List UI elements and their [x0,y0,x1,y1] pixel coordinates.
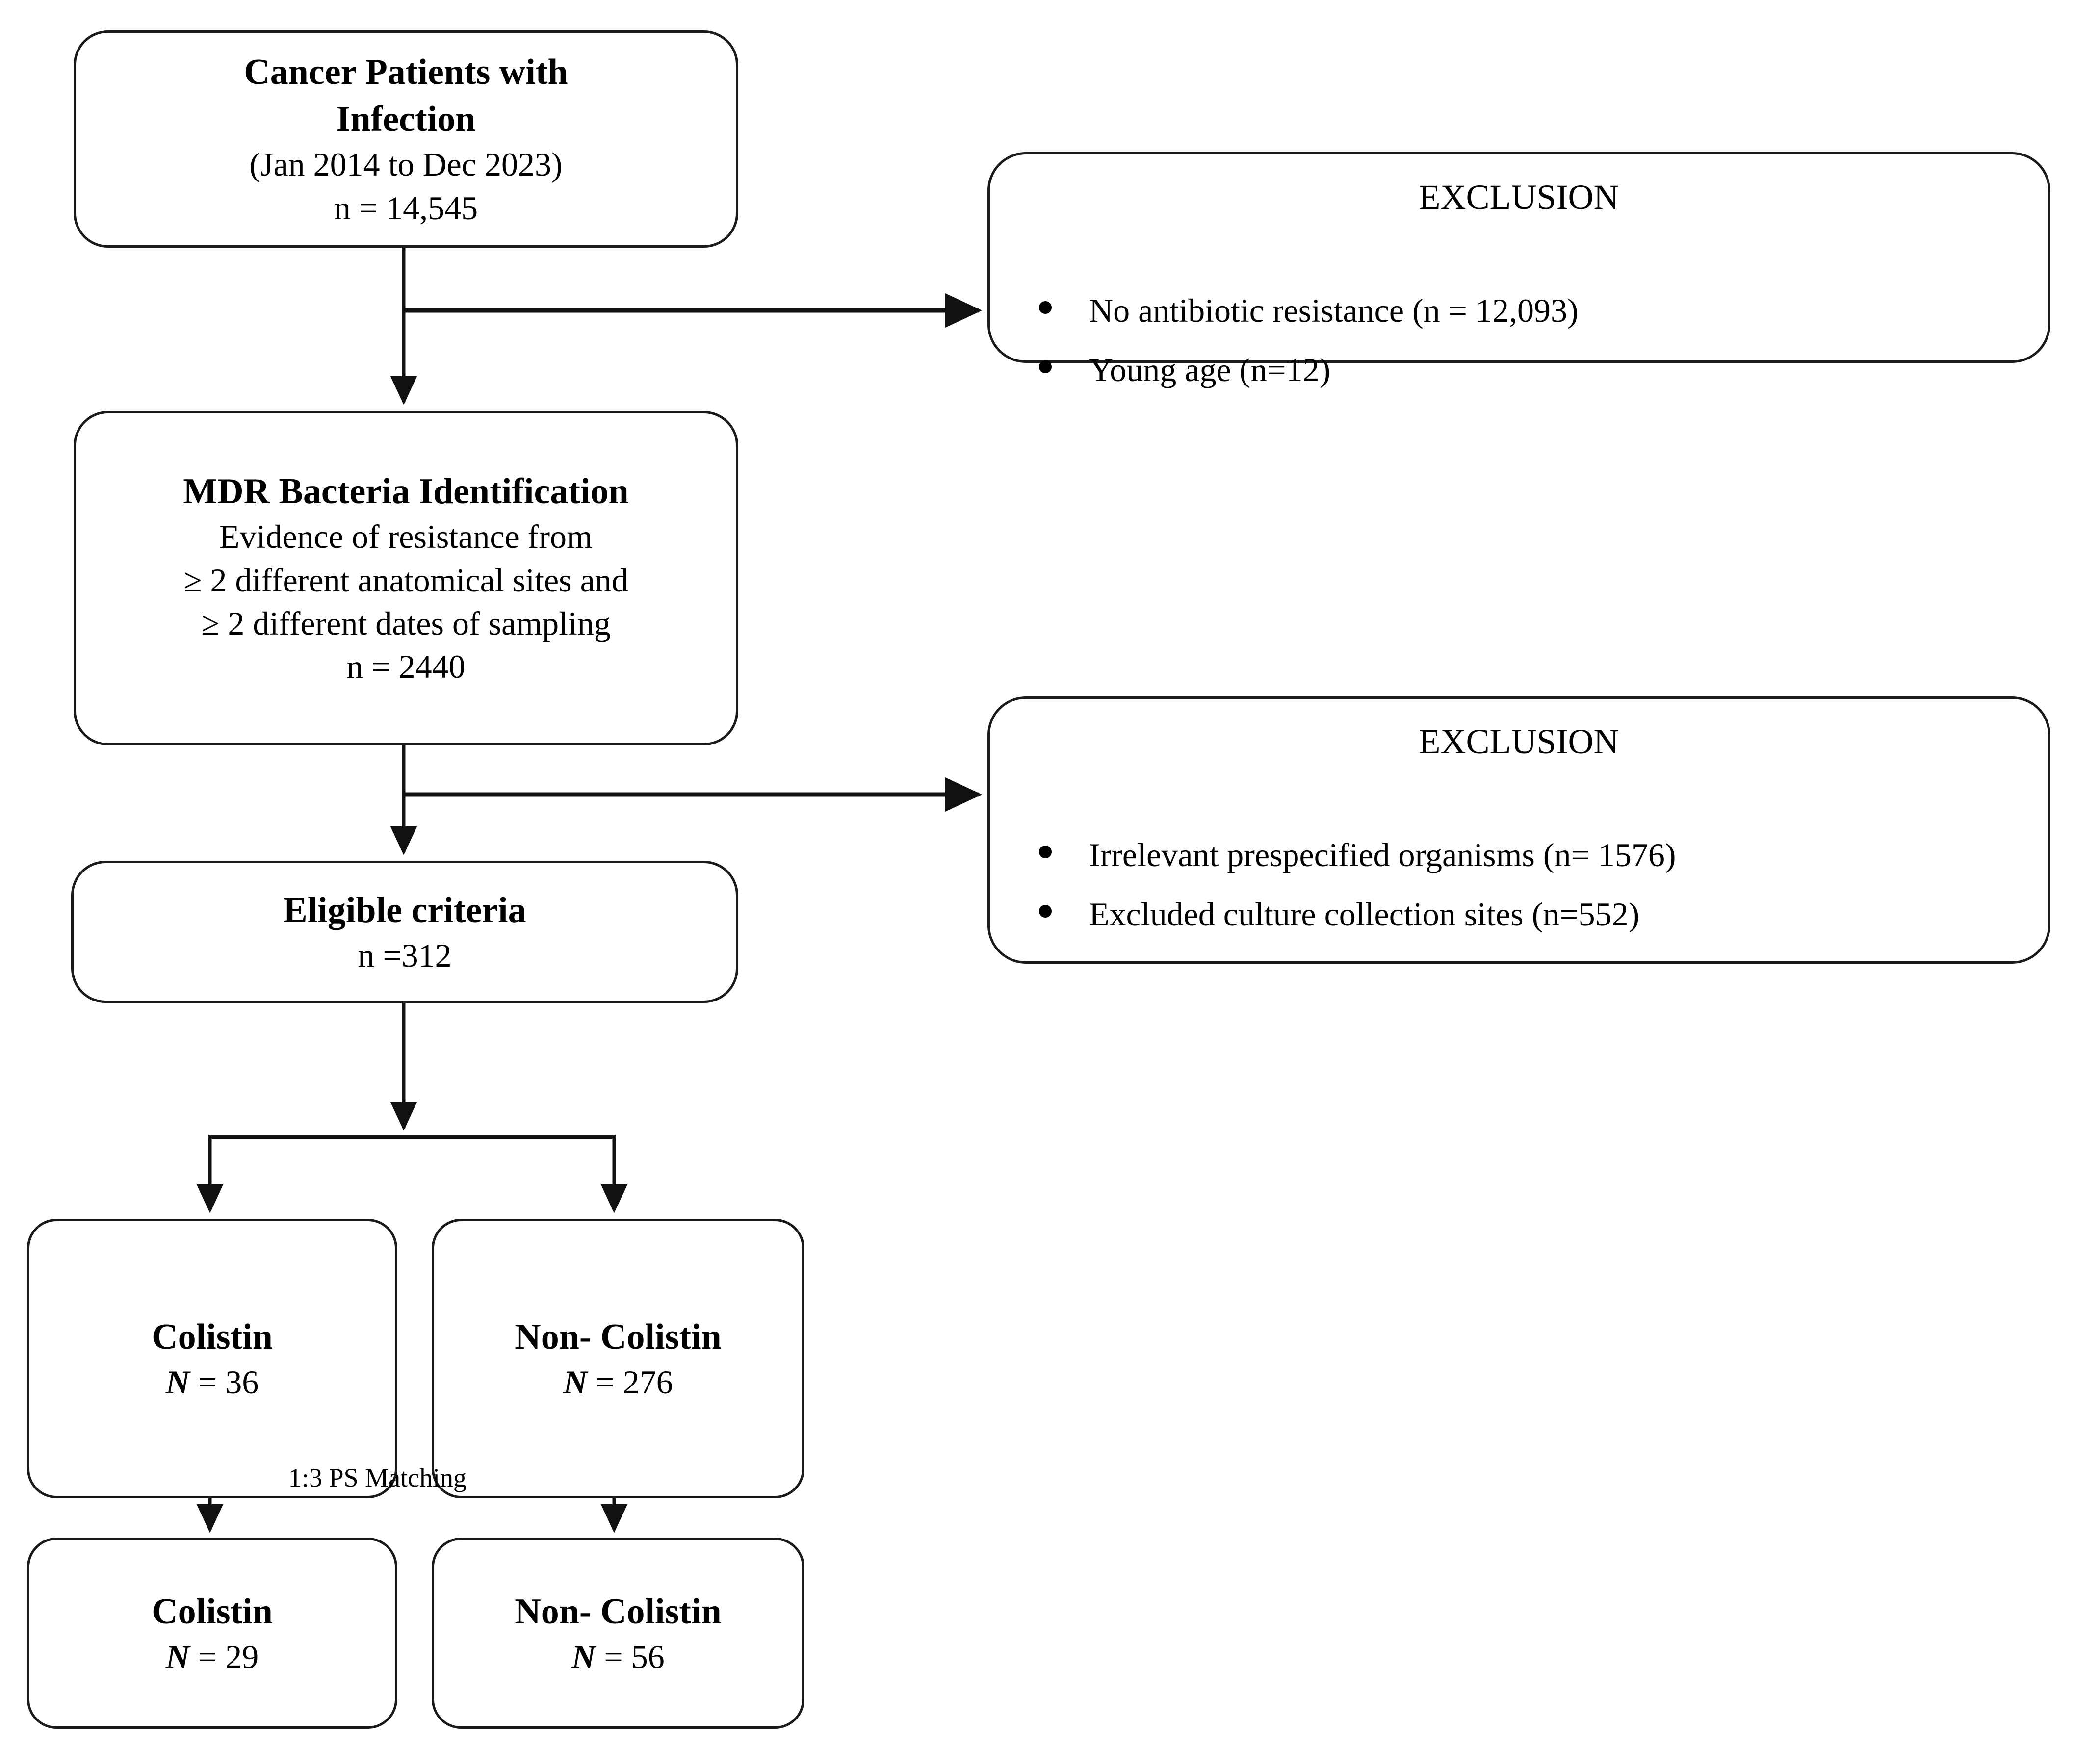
bullet-icon [1039,905,1052,918]
node-enrollment[interactable]: Cancer Patients with Infection (Jan 2014… [74,30,738,248]
non-colistin-pre-count-value: = 276 [596,1363,673,1401]
mdr-detail-line2: ≥ 2 different anatomical sites and [183,561,628,599]
exclusion-2-list: Irrelevant prespecified organisms (n= 15… [990,836,2048,934]
node-exclusion-1[interactable]: EXCLUSION No antibiotic resistance (n = … [987,152,2050,388]
n-symbol: N [165,1638,190,1675]
node-non-colistin-post-match[interactable]: Non- Colistin N = 56 [432,1538,804,1729]
bullet-icon [1039,301,1052,314]
node-non-colistin-pre-match[interactable]: Non- Colistin N = 276 [432,1219,804,1498]
non-colistin-pre-count: N = 276 [563,1360,673,1404]
exclusion-1-item-1: No antibiotic resistance (n = 12,093) [990,291,2048,330]
node-colistin-pre-match[interactable]: Colistin N = 36 [27,1219,397,1498]
non-colistin-post-heading: Non- Colistin [515,1591,722,1632]
exclusion-1-item-2-label: Young age (n=12) [1089,351,1331,388]
enrollment-heading-line2: Infection [336,99,476,140]
exclusion-1-heading: EXCLUSION [1419,178,1619,217]
exclusion-1-item-1-label: No antibiotic resistance (n = 12,093) [1089,292,1579,329]
colistin-pre-heading: Colistin [152,1316,273,1357]
n-symbol: N [563,1363,588,1401]
colistin-post-count: N = 29 [166,1635,259,1678]
node-mdr-identification[interactable]: MDR Bacteria Identification Evidence of … [74,411,738,745]
mdr-detail-line1: Evidence of resistance from [219,518,593,556]
exclusion-2-item-2: Excluded culture collection sites (n=552… [990,895,2048,934]
eligible-heading: Eligible criteria [283,890,526,930]
mdr-detail-line3: ≥ 2 different dates of sampling [201,605,611,642]
bullet-icon [1039,360,1052,373]
node-exclusion-2[interactable]: EXCLUSION Irrelevant prespecified organi… [987,696,2050,964]
enrollment-period: (Jan 2014 to Dec 2023) [249,146,563,183]
node-colistin-post-match[interactable]: Colistin N = 29 [27,1538,397,1729]
colistin-pre-count-value: = 36 [198,1363,259,1401]
colistin-pre-count: N = 36 [166,1360,259,1404]
node-eligible-criteria[interactable]: Eligible criteria n =312 [71,861,738,1003]
exclusion-1-item-2: Young age (n=12) [990,351,2048,389]
enrollment-heading-line1: Cancer Patients with [244,51,568,92]
edge-label-ps-matching: 1:3 PS Matching [288,1463,467,1492]
exclusion-2-heading: EXCLUSION [1419,722,1619,761]
enrollment-count: n = 14,545 [334,189,478,227]
n-symbol: N [571,1638,596,1675]
exclusion-1-list: No antibiotic resistance (n = 12,093) Yo… [990,291,2048,389]
colistin-post-heading: Colistin [152,1591,273,1632]
non-colistin-pre-heading: Non- Colistin [515,1316,722,1357]
eligible-count: n =312 [358,936,452,974]
exclusion-2-item-1: Irrelevant prespecified organisms (n= 15… [990,836,2048,874]
mdr-count: n = 2440 [346,648,466,686]
n-symbol: N [165,1363,190,1401]
colistin-post-count-value: = 29 [198,1638,259,1675]
non-colistin-post-count: N = 56 [571,1635,664,1678]
exclusion-2-item-2-label: Excluded culture collection sites (n=552… [1089,896,1640,933]
mdr-heading: MDR Bacteria Identification [183,471,629,512]
non-colistin-post-count-value: = 56 [604,1638,665,1675]
bullet-icon [1039,846,1052,858]
exclusion-2-item-1-label: Irrelevant prespecified organisms (n= 15… [1089,836,1676,873]
